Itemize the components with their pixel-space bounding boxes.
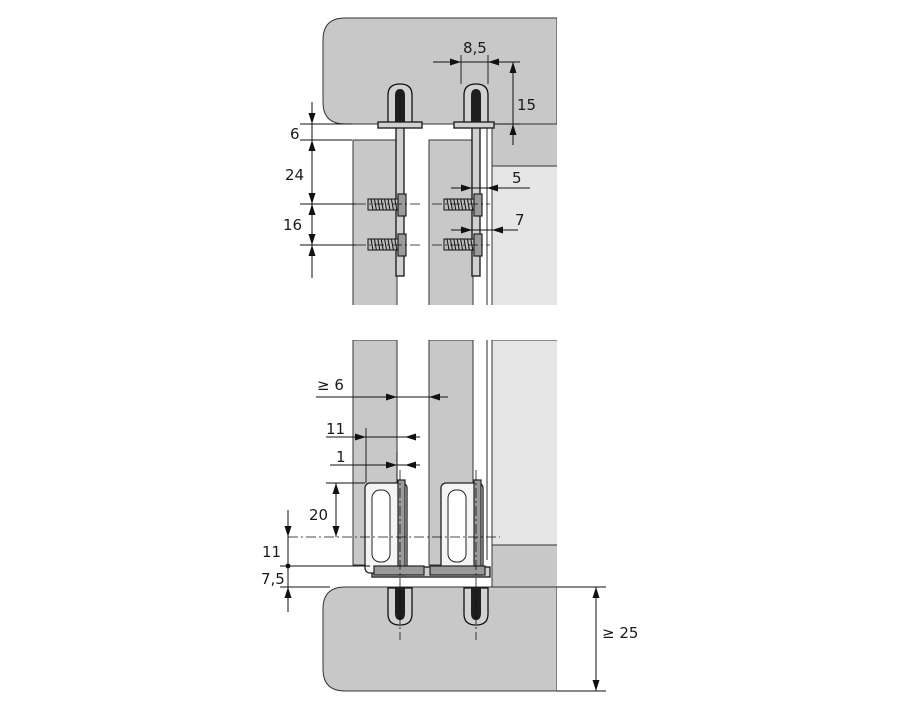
top-right-frame-light <box>491 165 557 305</box>
bottom-floor-board <box>322 586 557 692</box>
screw-thread-line <box>394 198 398 211</box>
bottom-section <box>322 340 557 692</box>
screw-thread-line <box>446 198 450 211</box>
screw-thread-line <box>387 238 391 251</box>
screw-thread-line <box>377 198 381 211</box>
dimension-lines <box>280 55 606 692</box>
screw-thread-line <box>470 198 474 211</box>
screw-thread-line <box>446 238 450 251</box>
label-15: 15 <box>517 96 536 114</box>
screw-thread-line <box>453 198 457 211</box>
center-lines <box>288 203 500 640</box>
screw-thread-line <box>460 198 464 211</box>
top-door-right <box>428 139 474 305</box>
screw-thread-line <box>453 238 457 251</box>
top-right-frame-upper <box>491 123 557 167</box>
screw-thread-line <box>390 238 394 251</box>
label-6: 6 <box>290 125 300 143</box>
label-7-5: 7,5 <box>261 570 285 588</box>
screw-thread-line <box>380 238 384 251</box>
screw-thread-line <box>380 198 384 211</box>
top-door-left <box>352 139 398 305</box>
screw-thread-line <box>377 238 381 251</box>
label-16: 16 <box>283 216 302 234</box>
top-dowel-left <box>377 83 423 129</box>
bottom-right-frame-light <box>491 340 557 546</box>
bottom-right-frame-lower <box>491 544 557 588</box>
label-20: 20 <box>309 506 328 524</box>
screw-thread-line <box>390 198 394 211</box>
screw-thread-line <box>466 198 470 211</box>
screw-thread-line <box>387 198 391 211</box>
label-24: 24 <box>285 166 304 184</box>
top-section <box>322 17 557 305</box>
roller-carriage-right <box>429 479 486 576</box>
screw-thread-line <box>373 198 377 211</box>
screw-thread-line <box>456 238 460 251</box>
screw-thread-line <box>394 238 398 251</box>
screw-thread-line <box>384 198 388 211</box>
screw-thread-line <box>370 238 374 251</box>
label-5: 5 <box>512 169 522 187</box>
screw-thread-line <box>370 198 374 211</box>
label-8-5: 8,5 <box>463 39 487 57</box>
screw-thread-line <box>470 238 474 251</box>
label-min-6: ≥ 6 <box>317 376 344 394</box>
roller-carriage-left <box>364 479 425 576</box>
screw-thread-line <box>463 238 467 251</box>
screw-thread-line <box>456 198 460 211</box>
label-11-horizontal: 11 <box>326 420 345 438</box>
screw-thread-line <box>449 238 453 251</box>
label-7: 7 <box>515 211 525 229</box>
label-11-vertical: 11 <box>262 543 281 561</box>
screw-thread-line <box>466 238 470 251</box>
screw-threads <box>370 198 474 251</box>
screw-thread-line <box>373 238 377 251</box>
top-dowel-right <box>453 83 495 129</box>
screw-thread-line <box>460 238 464 251</box>
label-1: 1 <box>336 448 346 466</box>
screw-thread-line <box>449 198 453 211</box>
screw-thread-line <box>384 238 388 251</box>
screw-thread-line <box>463 198 467 211</box>
label-min-25: ≥ 25 <box>602 624 638 642</box>
dimension-labels: 8,5 15 6 24 16 5 7 ≥ 6 11 1 20 11 7,5 ≥ … <box>261 39 638 642</box>
